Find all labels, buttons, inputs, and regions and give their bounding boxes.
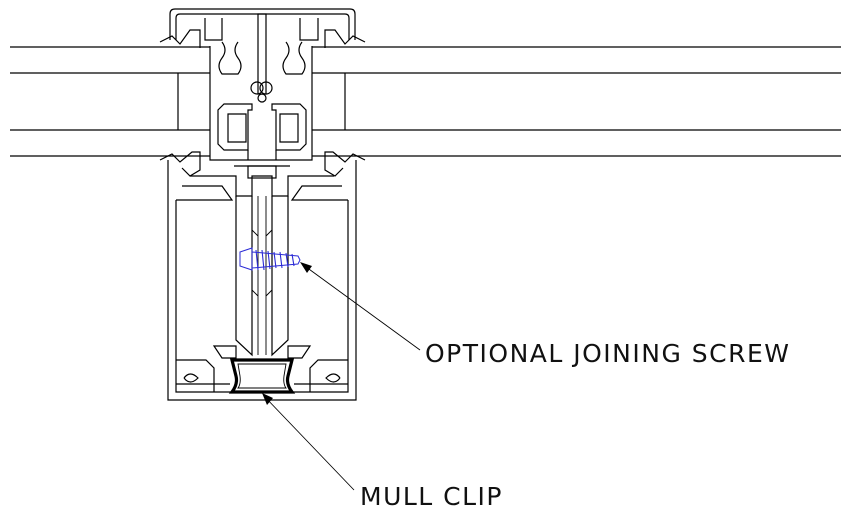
screw-label: OPTIONAL JOINING SCREW [425, 339, 790, 368]
central-web [235, 196, 289, 357]
joining-screw [239, 247, 301, 271]
mull-clip [176, 345, 348, 394]
pressure-cap [159, 8, 366, 95]
glazing-panel-right [312, 46, 841, 157]
clip-leader [262, 393, 355, 491]
glazing-panel-left [10, 46, 210, 157]
interior-gaskets [159, 151, 366, 177]
glass-spacer-lines [177, 73, 346, 130]
thermal-break [209, 41, 313, 161]
screw-leader [300, 262, 421, 351]
clip-label: MULL CLIP [360, 482, 503, 511]
